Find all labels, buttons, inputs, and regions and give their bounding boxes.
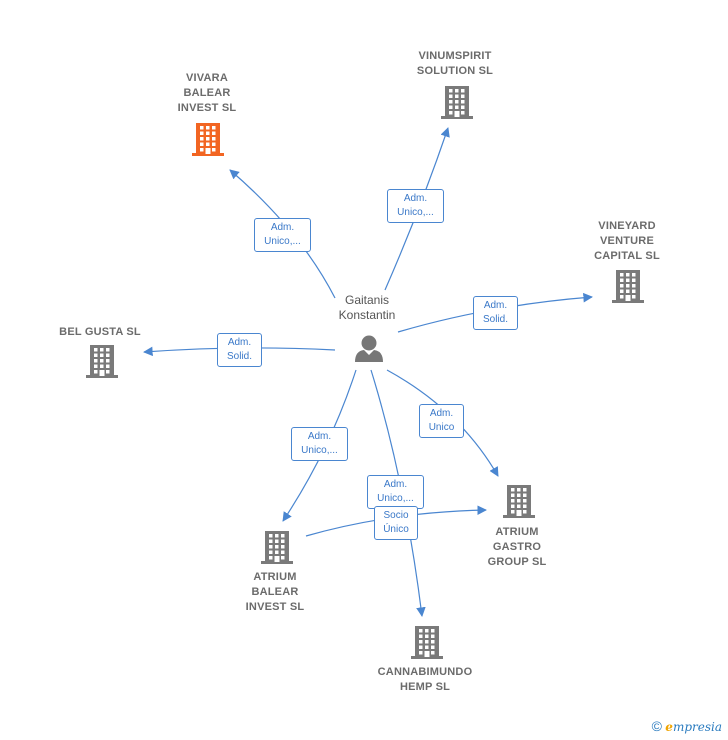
- company-label-vivara[interactable]: VIVARA BALEAR INVEST SL: [177, 72, 237, 114]
- building-icon-atrium-gastro[interactable]: [503, 485, 535, 518]
- edge-label-cannabimundo[interactable]: Adm. Unico,...: [367, 475, 424, 509]
- company-label-vineyard[interactable]: VINEYARD VENTURE CAPITAL SL: [594, 220, 660, 262]
- company-label-belgusta[interactable]: BEL GUSTA SL: [59, 326, 141, 338]
- person-name[interactable]: Gaitanis Konstantin: [338, 293, 396, 322]
- company-label-cannabimundo[interactable]: CANNABIMUNDO HEMP SL: [377, 666, 473, 693]
- edge-label-vinumspirit[interactable]: Adm. Unico,...: [387, 189, 444, 223]
- company-label-atrium-balear[interactable]: ATRIUM BALEAR INVEST SL: [245, 571, 305, 613]
- edge-label-belgusta[interactable]: Adm. Solid.: [217, 333, 262, 367]
- company-label-vinumspirit[interactable]: VINUMSPIRIT SOLUTION SL: [416, 50, 494, 77]
- footer-brand[interactable]: © empresia: [652, 718, 722, 734]
- edge-label-vineyard[interactable]: Adm. Solid.: [473, 296, 518, 330]
- building-icon-belgusta[interactable]: [86, 345, 118, 378]
- edge-label-vivara[interactable]: Adm. Unico,...: [254, 218, 311, 252]
- building-icon-cannabimundo[interactable]: [411, 626, 443, 659]
- edge-label-socio-unico[interactable]: Socio Único: [374, 506, 418, 540]
- edge-label-atrium-balear[interactable]: Adm. Unico,...: [291, 427, 348, 461]
- building-icon-vivara[interactable]: [192, 123, 224, 156]
- brand-logo-e: e: [665, 720, 673, 734]
- edge-label-atrium-gastro[interactable]: Adm. Unico: [419, 404, 464, 438]
- copyright-symbol: ©: [651, 718, 662, 734]
- building-icon-vinumspirit[interactable]: [441, 86, 473, 119]
- building-icon-vineyard[interactable]: [612, 270, 644, 303]
- company-label-atrium-gastro[interactable]: ATRIUM GASTRO GROUP SL: [487, 526, 547, 568]
- brand-logo-text: mpresia: [672, 720, 722, 734]
- building-icon-atrium-balear[interactable]: [261, 531, 293, 564]
- person-icon[interactable]: [355, 335, 383, 363]
